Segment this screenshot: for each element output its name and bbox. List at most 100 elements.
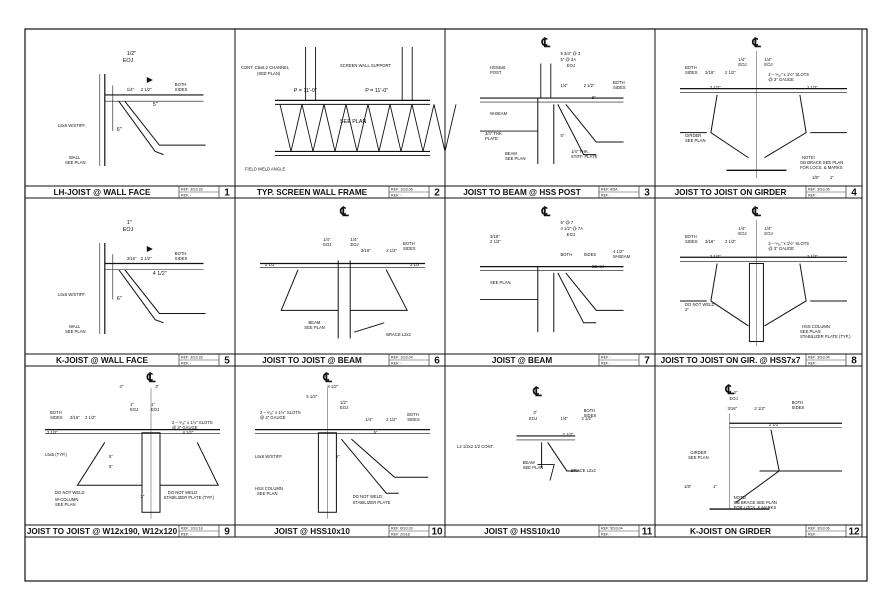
web-member [764, 263, 807, 327]
detail-note: SEE PLAN [490, 280, 510, 285]
detail-note: SIDES [407, 417, 420, 422]
detail-note: 2 1/2" [584, 83, 595, 88]
detail-note: EOJ [123, 58, 134, 64]
detail-note: GIRDER [685, 133, 701, 138]
detail-ref: REF: - [181, 362, 192, 366]
detail-note: SEE PLAN [304, 325, 324, 330]
detail-note: 2" [141, 494, 145, 499]
detail-note: @ 3" GAUGE [768, 246, 794, 251]
detail-note: 2 1/2" [807, 85, 818, 90]
detail-note: STIFF. PLATE [571, 154, 598, 159]
detail-note: 5" @ 3A [561, 57, 577, 62]
detail-note: SIDES [685, 70, 698, 75]
detail-title: LH-JOIST @ WALL FACE [54, 188, 152, 197]
detail-note: 5" [109, 454, 113, 459]
web-member [433, 104, 446, 152]
flag-icon [146, 246, 153, 256]
detail-note: BEAM [592, 264, 604, 269]
detail-number: 10 [431, 527, 443, 538]
web-member [411, 104, 424, 152]
detail-ref: REF: - [601, 356, 612, 360]
detail-number: 4 [851, 188, 857, 199]
detail-note: @ 3" GAUGE [768, 77, 794, 82]
panel-border [654, 197, 863, 367]
detail-note: 2 1/2" [141, 256, 152, 261]
panel-border [444, 197, 656, 367]
web-member [350, 269, 409, 311]
detail-ref: REF: 3/S3.06 [808, 188, 830, 192]
detail-ref: REF: 1/S3.06 [391, 188, 413, 192]
detail-note: 2 1/2" [769, 422, 780, 427]
detail-note: SEE PLAN [505, 156, 525, 161]
detail-note: BEAM [505, 151, 517, 156]
detail-note: EOJ [529, 416, 537, 421]
detail-ref: REF: 2/S18 [391, 533, 410, 537]
detail-note: SIDES [403, 246, 416, 251]
detail-note: BOTH [792, 400, 804, 405]
detail-note: POST [490, 70, 502, 75]
detail-note: 1/2" [127, 51, 136, 57]
detail-note: 1/2" [340, 400, 348, 405]
detail-note: @ 3" GAUGE [172, 425, 198, 430]
detail-note: CONT. C6x8.2 CHANNEL [241, 65, 290, 70]
detail-note: 1/4" [561, 416, 569, 421]
detail-ref: REF: - [808, 533, 819, 537]
detail-note: 3/16" [727, 406, 737, 411]
detail-note: NOTE! [802, 155, 815, 160]
detail-note: SEE PLAN [523, 465, 543, 470]
web-member [565, 104, 624, 143]
detail-note: 2 – ⁵⁄₁₆" x 1½" SLOTS [768, 72, 809, 77]
detail-note: EOJ [738, 231, 746, 236]
web-member [764, 94, 807, 159]
detail-note: 2 – ⁵⁄₁₆" x 1½" SLOTS [768, 241, 809, 246]
detail-note: W-COLUMN [55, 497, 78, 502]
detail-note: BOTH [175, 82, 187, 87]
detail-note: SEE PLAN [65, 160, 85, 165]
detail-note: SIDES [584, 252, 597, 257]
centerline-symbol: ℄ [725, 382, 735, 397]
detail-note: 4 1/2" [153, 271, 167, 277]
detail-note: 2 1/2" [490, 239, 501, 244]
detail-note: 3/16" [490, 234, 500, 239]
detail-note: 2 1/2" [807, 254, 818, 259]
detail-note: 3" [155, 384, 159, 389]
detail-note: FOR LOCS. & MARKS [734, 505, 777, 510]
detail-note: 2 1/2" [410, 262, 421, 267]
detail-note: SEE PLAN [688, 455, 708, 460]
detail-number: 6 [434, 356, 440, 367]
web-member [367, 104, 380, 152]
detail-note: HSS6x6 [490, 65, 506, 70]
detail-number: 8 [851, 356, 857, 367]
detail-ref: REF: - [808, 194, 819, 198]
centerline-symbol: ℄ [339, 204, 349, 219]
web-member [345, 104, 358, 152]
detail-note: 1/4" [365, 417, 373, 422]
detail-note: 5" [592, 95, 596, 100]
detail-note: PLATE [485, 136, 498, 141]
detail-note: 2 1/2" [47, 430, 58, 435]
detail-note: 6" [117, 296, 122, 302]
detail-note: 3/16" [127, 256, 137, 261]
detail-note: GIRDER [690, 450, 706, 455]
detail-note: SCREEN WALL SUPPORT [340, 63, 391, 68]
detail-note: L2 1/2x2 1/2 CONT. [457, 444, 494, 449]
detail-note: 1/4" [738, 57, 746, 62]
detail-note: 5" [153, 102, 158, 108]
detail-title: JOIST TO JOIST @ W12x190, W12x120 [27, 527, 178, 536]
detail-note: W-BEAM [490, 111, 508, 116]
detail-note: 3/16" [70, 415, 80, 420]
panel-border [234, 365, 446, 538]
detail-note: 5" @ 7 [561, 220, 574, 225]
detail-note: 1/8" [812, 175, 820, 180]
detail-note: 4 1/2" @ 7A [561, 226, 584, 231]
detail-note: STABILIZER PLATE [353, 500, 391, 505]
web-member [124, 100, 206, 146]
web-member [76, 442, 142, 486]
detail-title: JOIST TO JOIST ON GIR. @ HSS7x7 [661, 356, 801, 365]
detail-note: WALL [69, 155, 81, 160]
